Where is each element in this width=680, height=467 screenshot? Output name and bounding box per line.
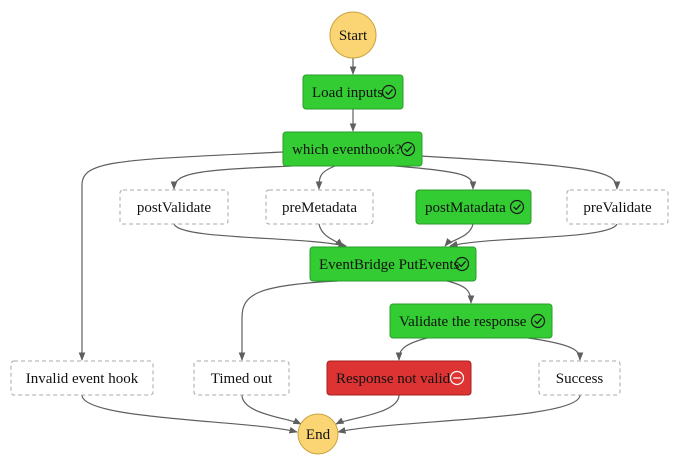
state-label: EventBridge PutEvents [319, 257, 460, 273]
check-circle-icon [530, 313, 546, 329]
state-start[interactable]: Start [329, 11, 377, 59]
state-shape [415, 189, 532, 225]
state-shape [302, 74, 404, 110]
state-shape [282, 131, 423, 167]
edge-pre-metadata-to-eventbridge-putevents [318, 223, 344, 247]
state-response-not-valid[interactable]: Response not valid [326, 360, 472, 396]
state-shape [265, 189, 374, 225]
state-label: Invalid event hook [26, 371, 139, 387]
edge-validate-response-to-success [527, 337, 584, 361]
state-pre-metadata[interactable]: preMetadata [265, 189, 374, 225]
edge-which-eventhook-to-post-validate [170, 165, 293, 190]
state-success[interactable]: Success [538, 360, 621, 396]
edge-post-validate-to-eventbridge-putevents [173, 223, 347, 248]
edge-layer [78, 58, 621, 434]
state-label: Timed out [211, 371, 273, 387]
state-shape [329, 11, 377, 59]
state-shape [538, 360, 621, 396]
state-pre-validate[interactable]: preValidate [566, 189, 669, 225]
edge-post-matadata-to-eventbridge-putevents [444, 223, 474, 247]
check-circle-icon [381, 84, 397, 100]
edge-eventbridge-putevents-to-validate-response [446, 280, 475, 304]
state-shape [119, 189, 229, 225]
edge-response-not-valid-to-end [335, 394, 400, 425]
edge-invalid-event-hook-to-end [81, 394, 298, 434]
check-circle-icon [509, 199, 525, 215]
state-end[interactable]: End [297, 413, 339, 455]
edge-which-eventhook-to-post-matadata [394, 165, 477, 190]
state-invalid-event-hook[interactable]: Invalid event hook [10, 360, 154, 396]
state-label: preMetadata [282, 200, 357, 216]
edge-pre-validate-to-eventbridge-putevents [449, 223, 618, 248]
state-which-eventhook[interactable]: which eventhook? [282, 131, 423, 167]
state-post-validate[interactable]: postValidate [119, 189, 229, 225]
check-circle-icon [454, 256, 470, 272]
state-label: Start [339, 28, 368, 44]
minus-circle-icon [449, 370, 465, 386]
state-shape [309, 246, 477, 282]
state-label: Success [556, 371, 604, 387]
edge-eventbridge-putevents-to-timed-out [238, 280, 339, 361]
state-load-inputs[interactable]: Load inputs [302, 74, 404, 110]
edge-timed-out-to-end [241, 394, 302, 425]
state-timed-out[interactable]: Timed out [193, 360, 290, 396]
state-shape [389, 303, 553, 339]
state-label: postValidate [137, 200, 211, 216]
state-shape [10, 360, 154, 396]
edge-validate-response-to-response-not-valid [395, 337, 428, 361]
state-label: preValidate [583, 200, 652, 216]
state-label: Load inputs [312, 85, 383, 101]
edge-which-eventhook-to-invalid-event-hook [78, 151, 284, 361]
state-label: End [306, 427, 331, 443]
state-label: Response not valid [336, 371, 451, 387]
edge-success-to-end [337, 394, 581, 434]
state-shape [193, 360, 290, 396]
state-shape [326, 360, 472, 396]
state-shape [566, 189, 669, 225]
state-label: Validate the response [399, 314, 527, 330]
state-post-matadata[interactable]: postMatadata [415, 189, 532, 225]
edge-which-eventhook-to-pre-validate [419, 155, 621, 190]
check-circle-icon [400, 141, 416, 157]
state-validate-response[interactable]: Validate the response [389, 303, 553, 339]
state-shape [297, 413, 339, 455]
state-label: which eventhook? [292, 142, 402, 158]
state-label: postMatadata [425, 200, 506, 216]
state-eventbridge-putevents[interactable]: EventBridge PutEvents [309, 246, 477, 282]
edge-which-eventhook-to-pre-metadata [315, 165, 336, 190]
